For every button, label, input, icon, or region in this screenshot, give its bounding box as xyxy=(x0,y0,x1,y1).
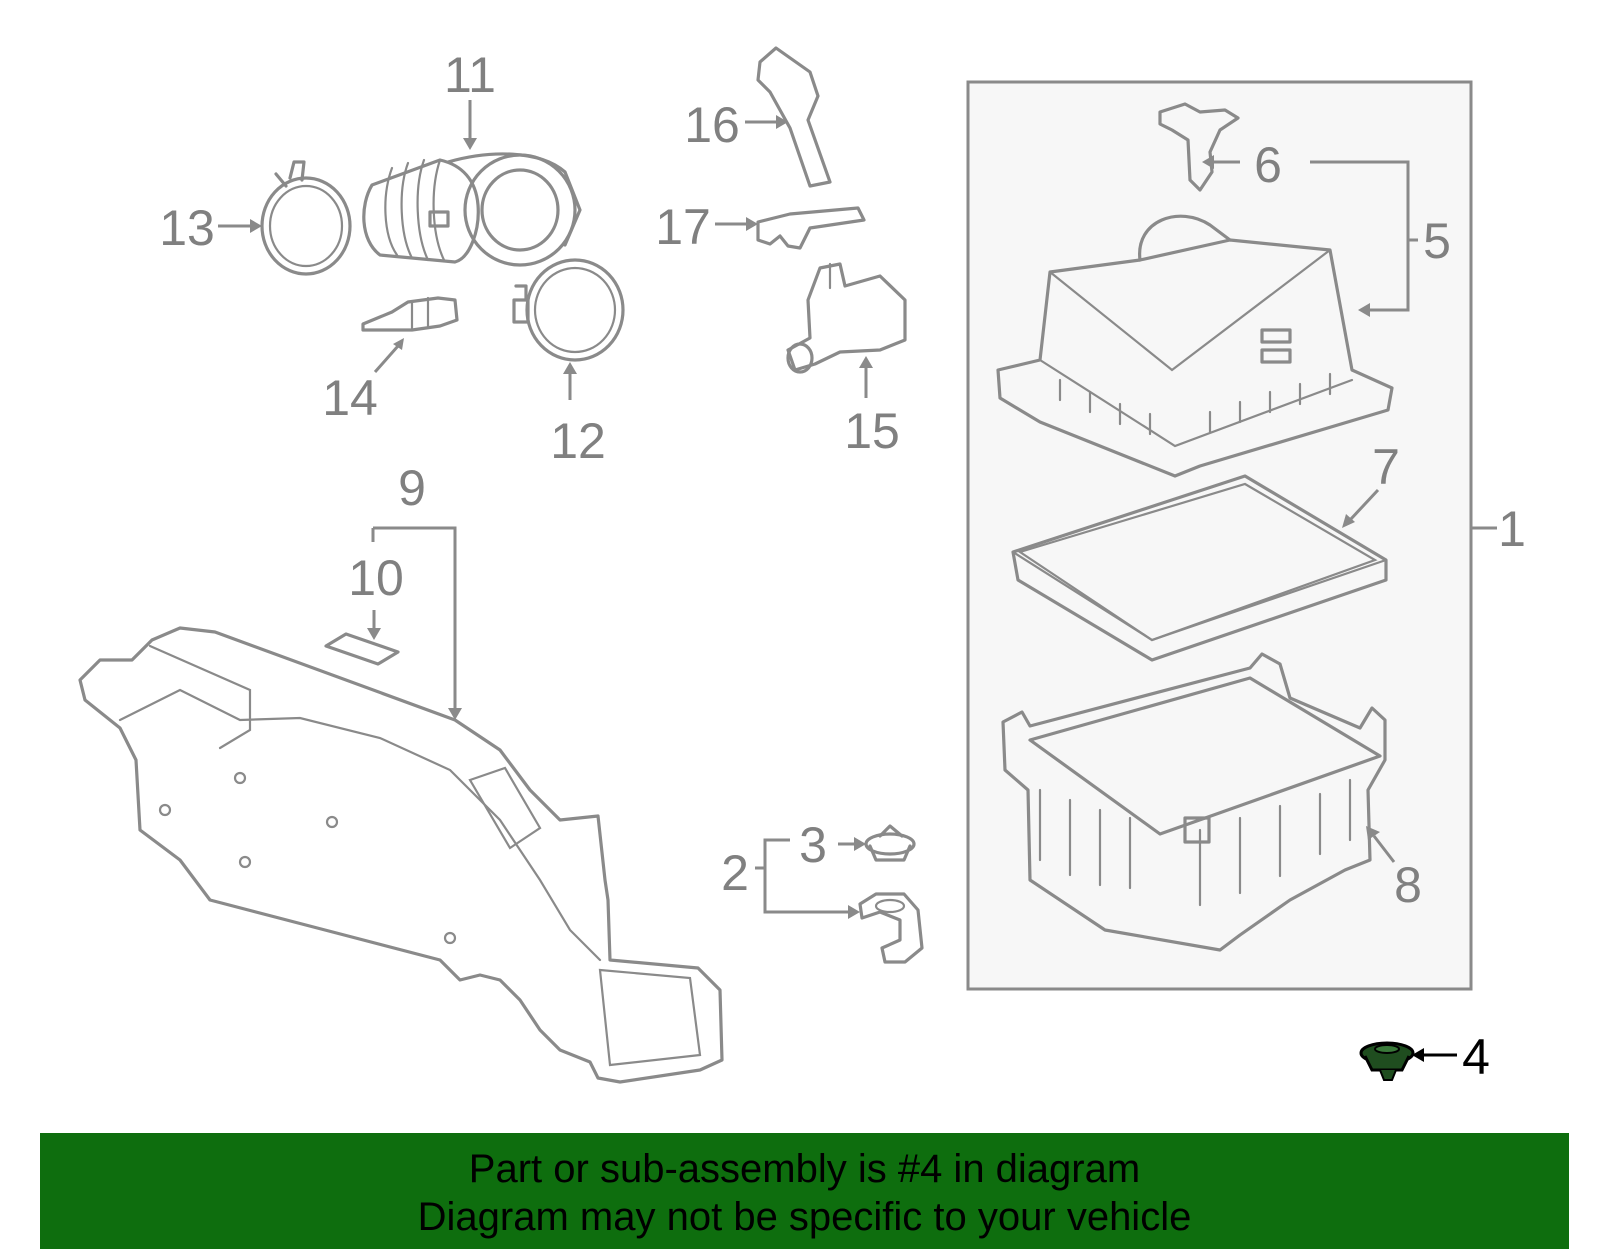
callout-2: 2 xyxy=(721,845,749,901)
callout-7: 7 xyxy=(1372,439,1400,495)
part-13-clamp[interactable] xyxy=(260,160,352,276)
part-4-grommet-highlighted[interactable] xyxy=(1359,1041,1415,1081)
leader-5 xyxy=(1310,160,1410,312)
leader-8 xyxy=(1372,835,1396,863)
callout-4: 4 xyxy=(1462,1029,1490,1085)
callout-11: 11 xyxy=(444,47,496,103)
callout-6: 6 xyxy=(1254,137,1282,193)
part-7-air-filter[interactable] xyxy=(1011,474,1388,662)
callout-13: 13 xyxy=(159,200,215,256)
callout-8: 8 xyxy=(1394,857,1422,913)
part-12-clamp[interactable] xyxy=(512,258,625,362)
part-9-air-duct[interactable] xyxy=(78,626,724,1084)
part-3-grommet[interactable] xyxy=(864,824,916,862)
part-5-air-cleaner-cap[interactable] xyxy=(996,214,1394,478)
callout-16: 16 xyxy=(684,97,740,153)
leader-9 xyxy=(373,526,457,710)
leader-7 xyxy=(1348,488,1380,522)
assembly-box-1 xyxy=(966,80,1473,991)
callout-1: 1 xyxy=(1498,501,1526,557)
part-10-label[interactable] xyxy=(324,632,400,666)
part-11-intake-hose[interactable] xyxy=(362,152,582,267)
callout-9: 9 xyxy=(398,460,426,516)
part-14-sensor[interactable] xyxy=(361,296,459,332)
leader-2 xyxy=(755,838,850,914)
banner-line-2: Diagram may not be specific to your vehi… xyxy=(417,1195,1192,1239)
part-16-tube[interactable] xyxy=(756,46,832,188)
diagram-canvas: 11 13 14 12 16 17 15 6 5 7 1 8 9 10 3 2 … xyxy=(78,46,1526,1085)
callout-12: 12 xyxy=(550,413,606,469)
callout-14: 14 xyxy=(322,370,378,426)
callout-3: 3 xyxy=(799,817,827,873)
banner-line-1: Part or sub-assembly is #4 in diagram xyxy=(468,1147,1141,1191)
part-2-bracket[interactable] xyxy=(858,892,924,964)
callout-10: 10 xyxy=(348,550,404,606)
callout-5: 5 xyxy=(1423,213,1451,269)
leader-14 xyxy=(373,345,400,373)
part-17-bracket[interactable] xyxy=(756,206,866,250)
callout-17: 17 xyxy=(655,199,711,255)
part-8-air-cleaner-case[interactable] xyxy=(1001,652,1387,952)
part-15-resonator[interactable] xyxy=(786,262,907,374)
callout-15: 15 xyxy=(844,403,900,459)
info-banner: Part or sub-assembly is #4 in diagram Di… xyxy=(40,1133,1569,1249)
